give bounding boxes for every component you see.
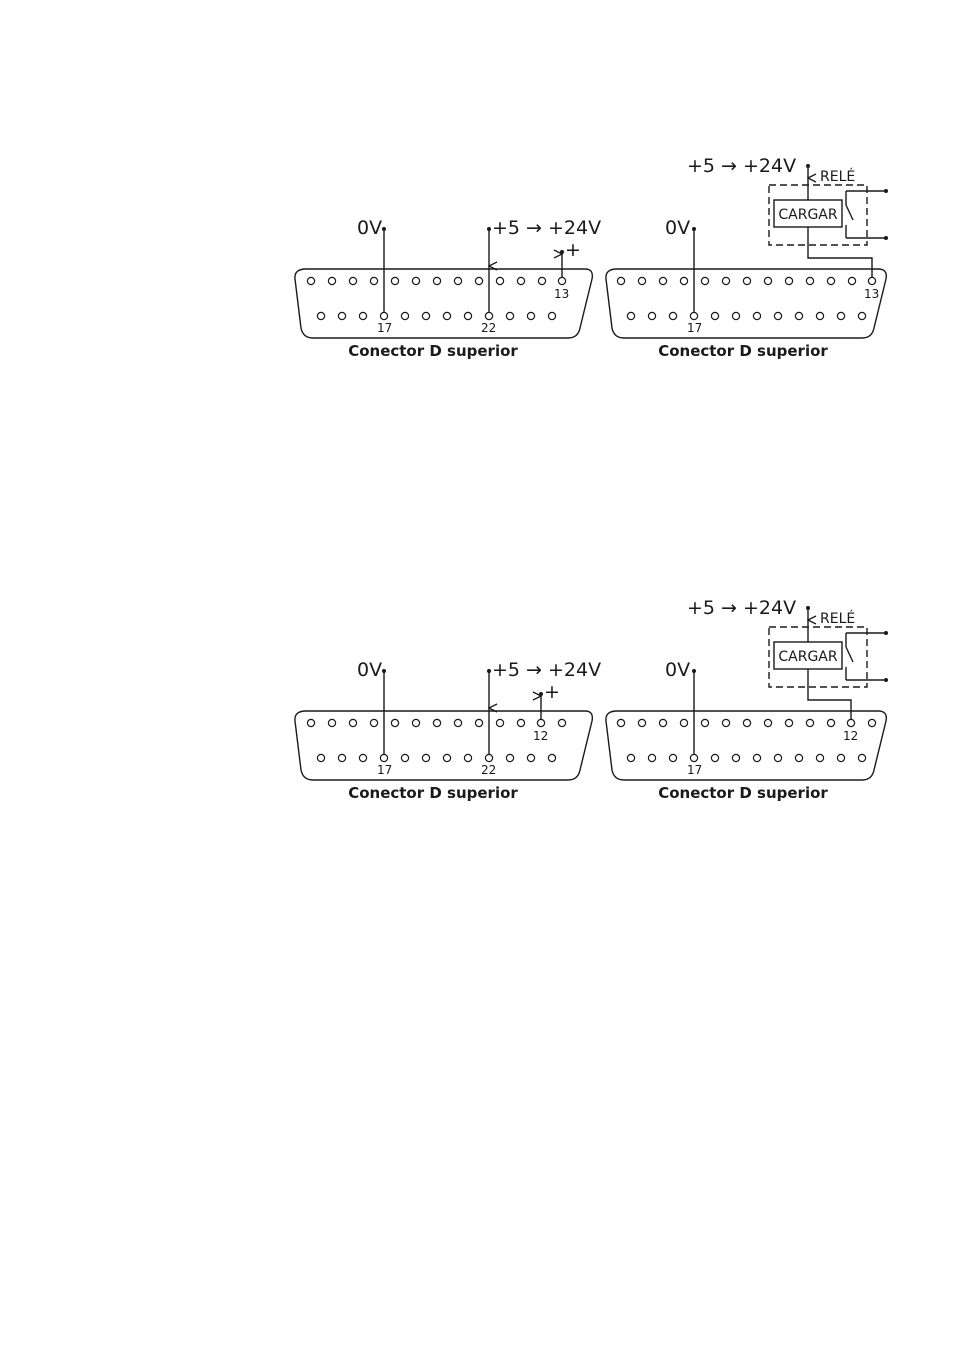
connector-pins-bottom xyxy=(626,311,867,321)
pin-label-13: 13 xyxy=(554,287,569,301)
label-0v: 0V xyxy=(665,659,690,681)
relay-label: RELÉ xyxy=(820,610,855,627)
connector-pins-top xyxy=(306,718,567,728)
connector-shell xyxy=(605,268,888,339)
relay-coil-box xyxy=(773,199,843,228)
pin-label-22: 22 xyxy=(481,321,496,335)
connector-shell xyxy=(294,268,594,339)
relay-coil-label: CARGAR xyxy=(778,207,838,223)
pin-label-12: 12 xyxy=(843,729,858,743)
diagram-source-pin-12: 0V +5 → +24V + 17 22 12 Conector D super… xyxy=(294,659,601,802)
pin-label-13: 13 xyxy=(864,287,879,301)
pin-label-17: 17 xyxy=(377,763,392,777)
pin-label-17: 17 xyxy=(687,321,702,335)
label-supply: +5 → +24V xyxy=(687,597,796,619)
diagram-source-pin-13: 0V +5 → +24V + 17 22 13 Conector D super… xyxy=(294,217,601,360)
pin-label-17: 17 xyxy=(687,763,702,777)
label-supply: +5 → +24V xyxy=(492,217,601,239)
pin-label-12: 12 xyxy=(533,729,548,743)
connector-caption: Conector D superior xyxy=(348,784,518,802)
relay-enclosure xyxy=(768,626,868,688)
wire-output xyxy=(807,669,852,719)
relay-coil-label: CARGAR xyxy=(778,649,838,665)
label-0v: 0V xyxy=(665,217,690,239)
label-plus: + xyxy=(544,681,560,703)
connector-caption: Conector D superior xyxy=(658,784,828,802)
label-supply: +5 → +24V xyxy=(492,659,601,681)
pin-label-22: 22 xyxy=(481,763,496,777)
label-supply: +5 → +24V xyxy=(687,155,796,177)
diagram-relay-pin-13: 0V +5 → +24V RELÉ CARGAR 17 13 Conector … xyxy=(605,155,888,360)
connector-pins-top xyxy=(616,276,877,286)
connector-shell xyxy=(294,710,594,781)
connector-pins-top xyxy=(306,276,567,286)
connector-pins-bottom xyxy=(316,753,557,763)
label-0v: 0V xyxy=(357,217,382,239)
connector-pins-bottom xyxy=(626,753,867,763)
label-0v: 0V xyxy=(357,659,382,681)
connector-caption: Conector D superior xyxy=(348,342,518,360)
diagram-relay-pin-12: 0V +5 → +24V RELÉ CARGAR 17 12 Conector … xyxy=(605,597,888,802)
connector-shell xyxy=(605,710,888,781)
connector-pins-bottom xyxy=(316,311,557,321)
connector-caption: Conector D superior xyxy=(658,342,828,360)
connector-pins-top xyxy=(616,718,877,728)
relay-enclosure xyxy=(768,184,868,246)
relay-label: RELÉ xyxy=(820,168,855,185)
wire-output xyxy=(807,227,873,277)
pin-label-17: 17 xyxy=(377,321,392,335)
label-plus: + xyxy=(565,239,581,261)
